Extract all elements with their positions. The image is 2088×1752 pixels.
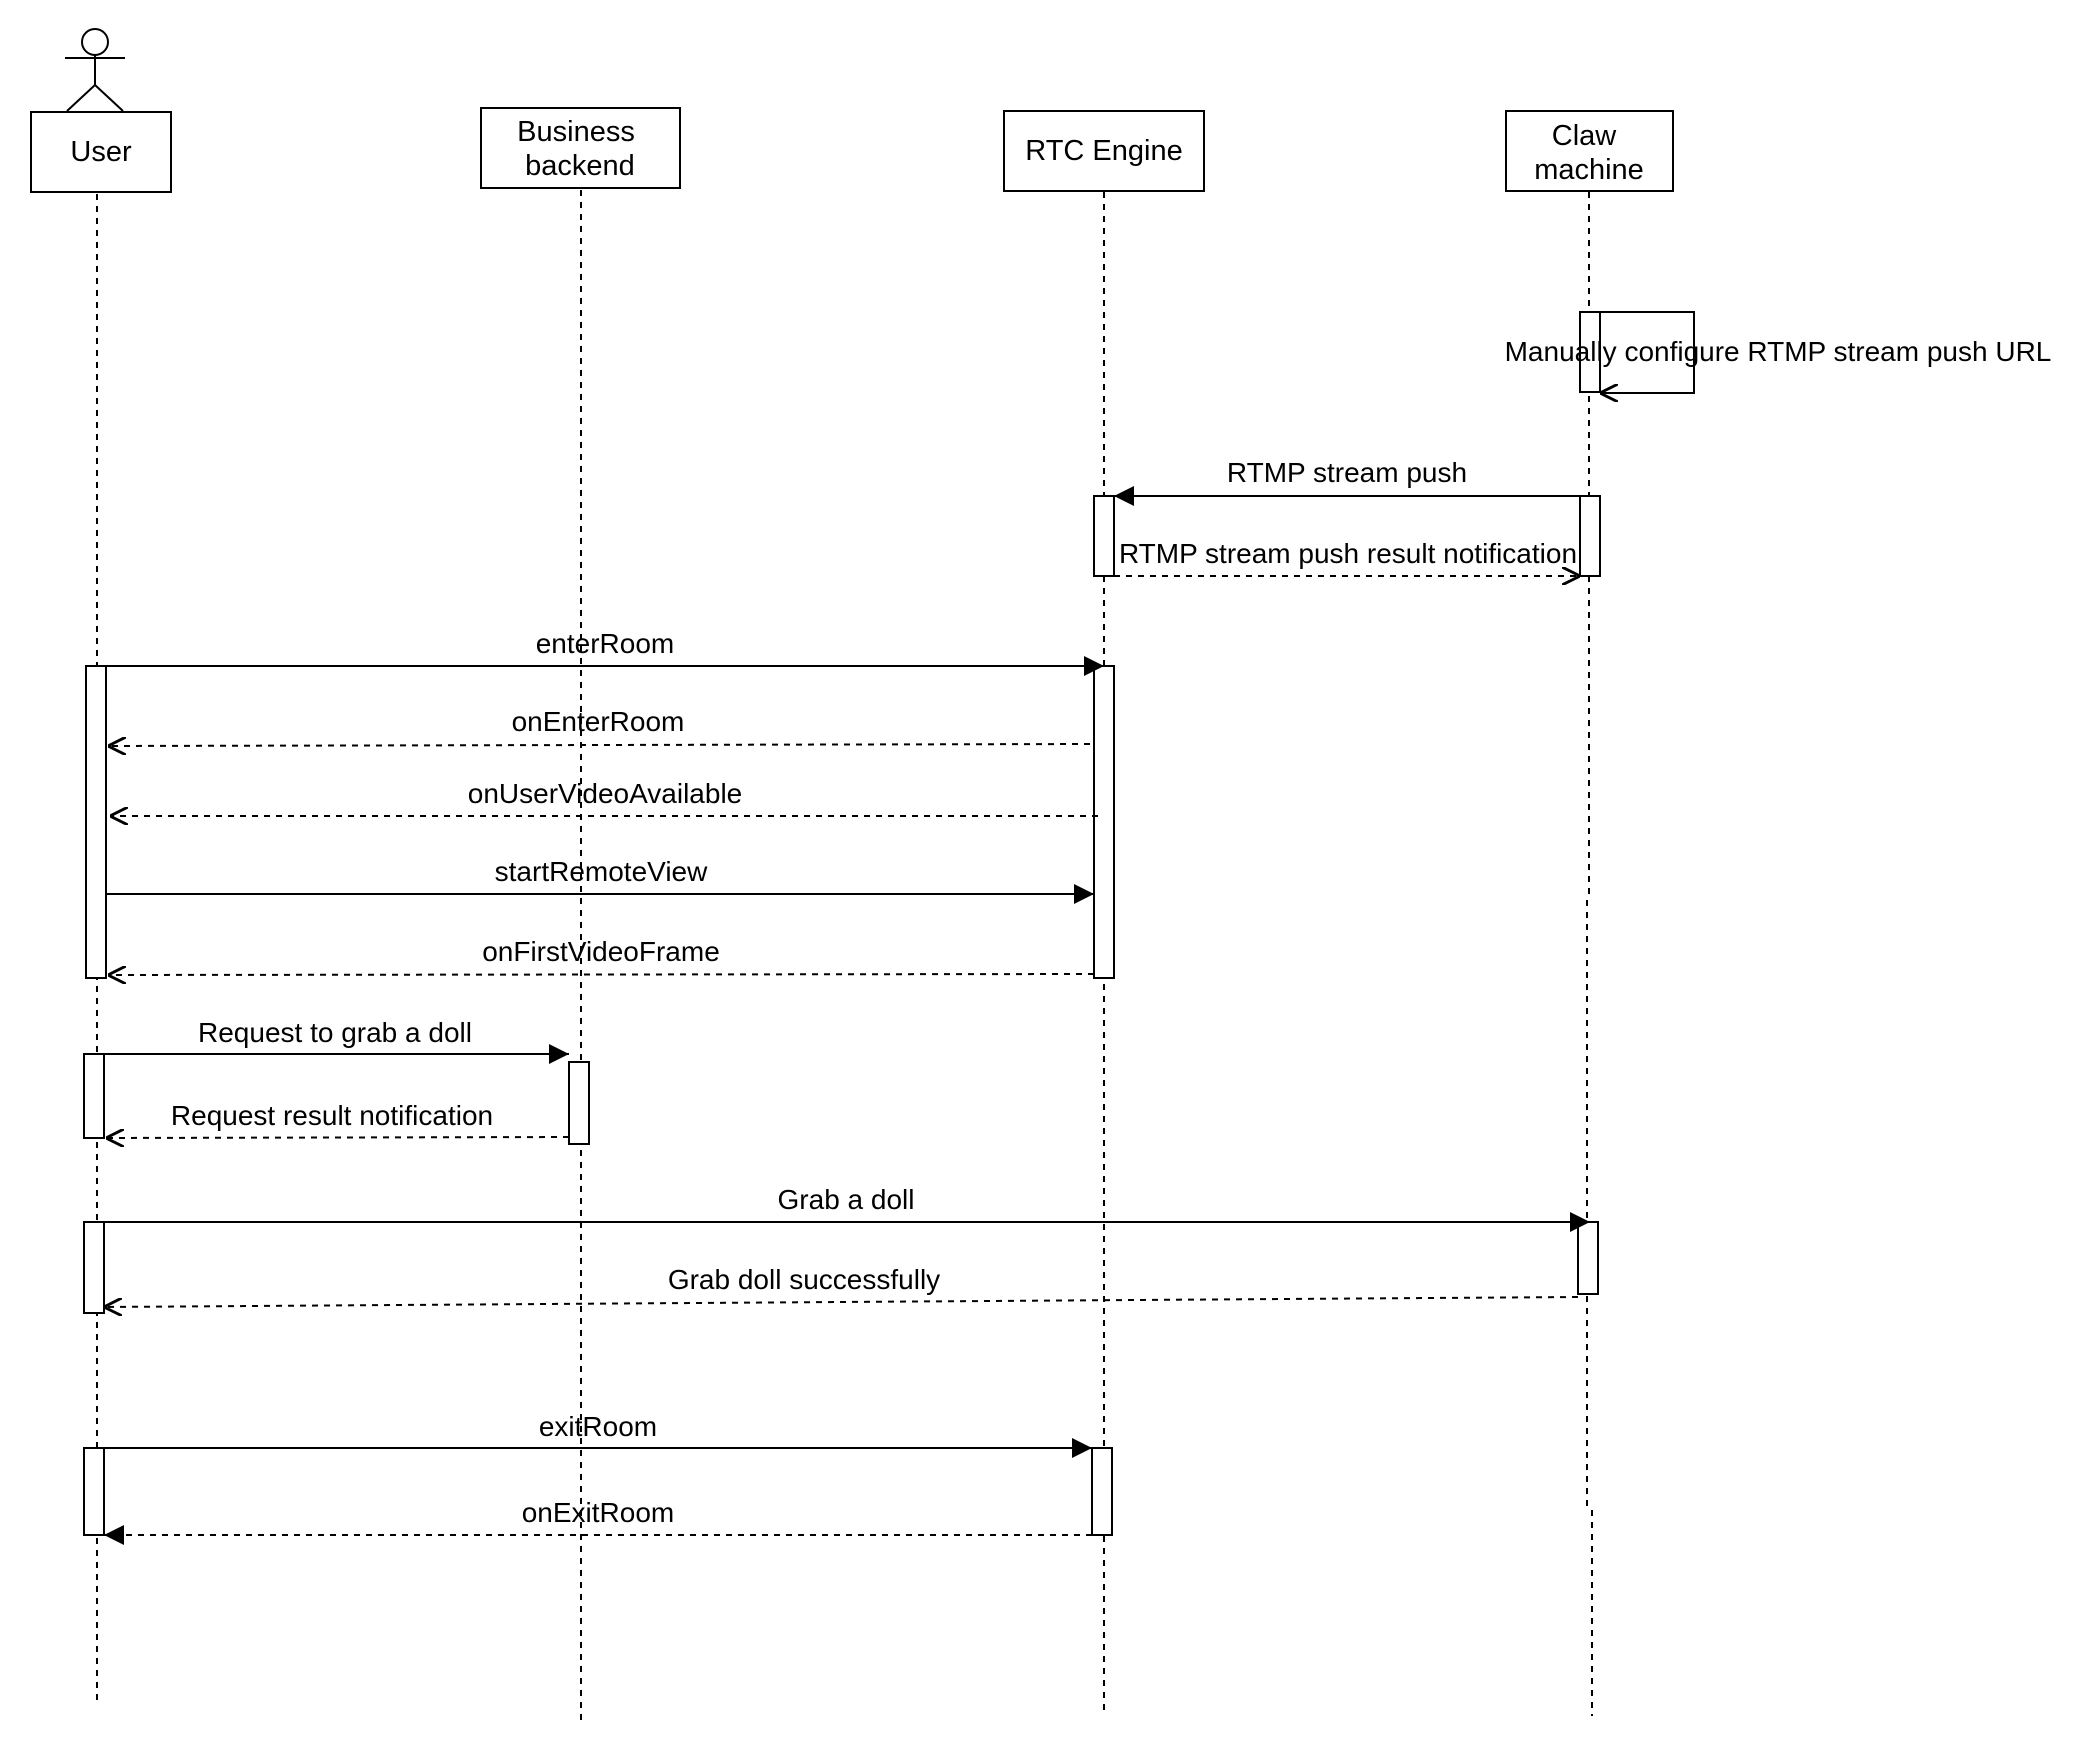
activation-rtc-exit bbox=[1091, 1447, 1113, 1536]
message-exit-room-label: exitRoom bbox=[539, 1411, 657, 1442]
message-self-config-label: Manually configure RTMP stream push URL bbox=[1505, 336, 2052, 367]
activation-claw-config-inner bbox=[1579, 311, 1601, 393]
message-on-enter-room-label: onEnterRoom bbox=[512, 706, 685, 737]
message-on-user-video-available-label: onUserVideoAvailable bbox=[468, 778, 743, 809]
activation-rtc-rtmp bbox=[1093, 495, 1115, 577]
message-exit-room[interactable]: exitRoom bbox=[104, 1411, 1092, 1458]
message-self-config[interactable]: Manually configure RTMP stream push URL bbox=[1505, 311, 2052, 393]
participant-claw-label-line2: machine bbox=[1534, 154, 1644, 186]
activation-bars bbox=[83, 311, 1601, 1536]
message-on-exit-room-label: onExitRoom bbox=[522, 1497, 675, 1528]
message-request-result[interactable]: Request result notification bbox=[106, 1100, 570, 1138]
lifelines bbox=[96, 190, 1593, 1725]
message-rtmp-result[interactable]: RTMP stream push result notification bbox=[1114, 538, 1580, 576]
activation-user-grab bbox=[83, 1221, 105, 1314]
message-rtmp-push[interactable]: RTMP stream push bbox=[1114, 457, 1582, 506]
activation-rtc-room bbox=[1093, 665, 1115, 979]
activation-claw-rtmp bbox=[1579, 495, 1601, 577]
participant-user[interactable]: User bbox=[30, 111, 172, 193]
message-grab-success[interactable]: Grab doll successfully bbox=[104, 1264, 1579, 1307]
message-grab-doll-label: Grab a doll bbox=[778, 1184, 915, 1215]
message-request-result-label: Request result notification bbox=[171, 1100, 493, 1131]
activation-user-exit bbox=[83, 1447, 105, 1536]
activation-user-room bbox=[85, 665, 107, 979]
message-enter-room-label: enterRoom bbox=[536, 628, 675, 659]
message-grab-success-label: Grab doll successfully bbox=[668, 1264, 940, 1295]
message-on-user-video-available[interactable]: onUserVideoAvailable bbox=[110, 778, 1098, 816]
participant-claw[interactable]: Claw machine bbox=[1505, 110, 1674, 192]
message-grab-doll[interactable]: Grab a doll bbox=[104, 1184, 1590, 1232]
message-on-first-video-frame[interactable]: onFirstVideoFrame bbox=[108, 936, 1095, 975]
participant-user-label: User bbox=[70, 136, 132, 168]
message-request-grab[interactable]: Request to grab a doll bbox=[104, 1017, 569, 1064]
participant-rtc-label: RTC Engine bbox=[1025, 135, 1182, 167]
user-actor-icon bbox=[65, 28, 125, 112]
activation-user-request bbox=[83, 1053, 105, 1139]
message-start-remote-view[interactable]: startRemoteView bbox=[106, 856, 1094, 904]
message-on-first-video-frame-label: onFirstVideoFrame bbox=[482, 936, 720, 967]
message-rtmp-push-label: RTMP stream push bbox=[1227, 457, 1467, 488]
activation-backend-request bbox=[568, 1061, 590, 1145]
participant-backend-label-line2: backend bbox=[525, 150, 635, 182]
activation-claw-grab bbox=[1577, 1221, 1599, 1295]
message-enter-room[interactable]: enterRoom bbox=[106, 628, 1104, 676]
participant-claw-label-line1: Claw bbox=[1552, 120, 1618, 152]
message-on-enter-room[interactable]: onEnterRoom bbox=[108, 706, 1091, 746]
participant-rtc[interactable]: RTC Engine bbox=[1003, 110, 1205, 192]
participant-backend-label-line1: Business bbox=[517, 116, 635, 148]
message-request-grab-label: Request to grab a doll bbox=[198, 1017, 472, 1048]
message-on-exit-room[interactable]: onExitRoom bbox=[104, 1497, 1092, 1545]
participant-backend[interactable]: Business backend bbox=[480, 107, 681, 189]
message-rtmp-result-label: RTMP stream push result notification bbox=[1119, 538, 1577, 569]
message-start-remote-view-label: startRemoteView bbox=[495, 856, 708, 887]
